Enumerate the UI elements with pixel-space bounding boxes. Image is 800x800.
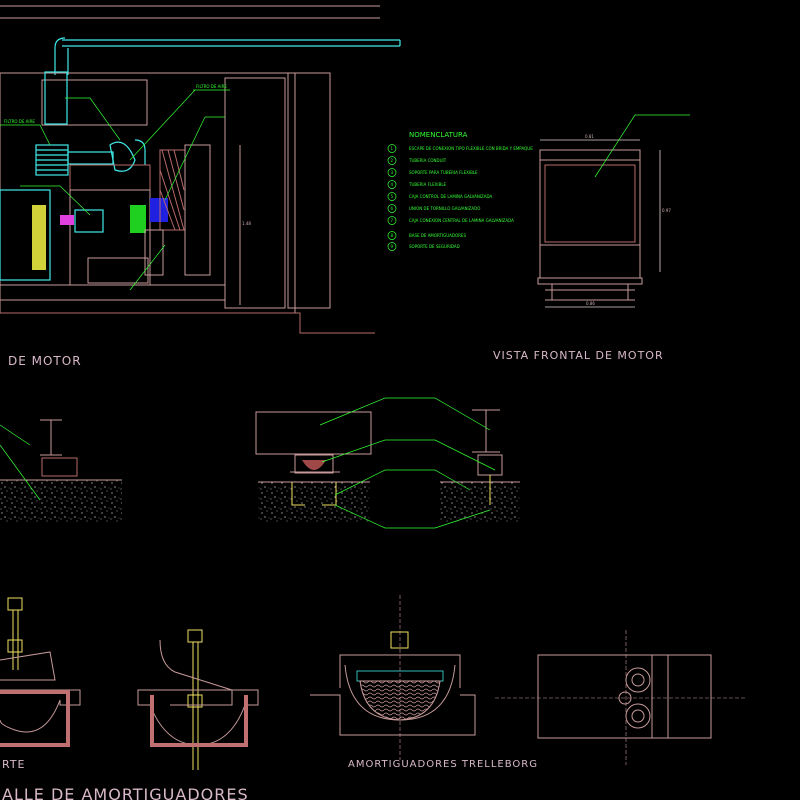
nomenclature-item: 5 CAJA CONTROL DE LAMINA GALVANIZADA <box>387 192 493 201</box>
label-air-filter-right: FILTRO DE AIRE <box>196 84 227 89</box>
damper-detail-1: RTE <box>0 597 81 771</box>
title-damper-detail: ALLE DE AMORTIGUADORES <box>2 785 249 800</box>
item-number-circle <box>387 168 397 177</box>
nomenclature-item: 6 UNION DE TORNILLO GALVANIZADO <box>387 204 480 213</box>
item-number-circle <box>387 204 397 213</box>
item-text: SOPORTE PARA TUBERIA FLEXIBLE <box>409 170 478 175</box>
support-section-center <box>255 397 520 529</box>
damper-detail-2 <box>137 629 259 770</box>
item-number-circle <box>387 192 397 201</box>
item-text: CAJA CONEXION CENTRAL DE LAMINA GALVANIZ… <box>409 218 514 223</box>
item-text: UNION DE TORNILLO GALVANIZADO <box>409 206 480 211</box>
item-number-circle <box>387 231 397 240</box>
item-number-circle <box>387 216 397 225</box>
item-text: TUBERIA FLEXIBLE <box>408 182 447 187</box>
item-text: TUBERIA CONDUIT <box>408 158 447 163</box>
item-text: CAJA CONTROL DE LAMINA GALVANIZADA <box>409 194 493 199</box>
nomenclature-item: 9 SOPORTE DE SEGURIDAD <box>387 242 460 251</box>
item-number: 4 <box>391 182 394 187</box>
item-number-circle <box>387 156 397 165</box>
front-height-dimension: 0.97 <box>662 208 671 213</box>
item-number-circle <box>387 242 397 251</box>
item-number: 8 <box>391 233 394 238</box>
nomenclature-item: 7 CAJA CONEXION CENTRAL DE LAMINA GALVANI… <box>387 216 514 225</box>
nomenclature-item: 1 ESCAPE DE CONEXION TIPO FLEXIBLE CON BR… <box>387 144 533 153</box>
alternator-fan <box>32 205 46 270</box>
nomenclature-item: 4 TUBERIA FLEXIBLE <box>387 180 447 189</box>
front-base-dimension: 0.86 <box>586 301 595 306</box>
item-number: 5 <box>391 194 394 199</box>
radiator-grille <box>544 164 636 243</box>
title-trelleborg: AMORTIGUADORES TRELLEBORG <box>348 759 538 770</box>
motor-side-view: 1.48 FILTRO DE AIRE FILTRO DE AIRE DE MO… <box>0 5 401 368</box>
trelleborg-damper-plan: ALLE DE AMORTIGUADORES <box>2 630 745 800</box>
nomenclature-item: 3 SOPORTE PARA TUBERIA FLEXIBLE <box>387 168 478 177</box>
height-dimension: 1.48 <box>242 221 251 226</box>
item-text: ESCAPE DE CONEXION TIPO FLEXIBLE CON BRI… <box>409 146 533 151</box>
water-pump <box>150 198 168 222</box>
label-air-filter-left: FILTRO DE AIRE <box>4 119 35 124</box>
item-number-circle <box>387 144 397 153</box>
oil-filter <box>130 205 146 233</box>
item-number: 6 <box>391 206 394 211</box>
title-motor-front: VISTA FRONTAL DE MOTOR <box>493 349 664 362</box>
title-motor-side: DE MOTOR <box>8 354 82 368</box>
item-number: 3 <box>391 170 394 175</box>
motor-front-view: 0.81 0.97 0.86 VISTA FRONTAL DE MOTOR <box>493 114 690 362</box>
item-text: SOPORTE DE SEGURIDAD <box>409 244 460 249</box>
title-support: RTE <box>2 758 26 771</box>
exhaust-pipe <box>62 39 401 47</box>
front-width-dimension: 0.81 <box>585 134 594 139</box>
alternator <box>0 189 51 281</box>
item-number: 2 <box>391 158 394 163</box>
item-number: 7 <box>391 218 394 223</box>
item-number: 1 <box>391 146 394 151</box>
radiator <box>184 144 211 276</box>
nomenclature-item: 2 TUBERIA CONDUIT <box>387 156 447 165</box>
base-frame <box>0 284 226 301</box>
item-number-circle <box>387 180 397 189</box>
item-number: 9 <box>391 244 394 249</box>
support-section-left <box>0 419 122 522</box>
trelleborg-damper-section: AMORTIGUADORES TRELLEBORG <box>310 595 538 770</box>
nomenclature-table: NOMENCLATURA 1 ESCAPE DE CONEXION TIPO FL… <box>387 131 533 251</box>
nomenclature-heading: NOMENCLATURA <box>409 131 468 139</box>
nomenclature-item: 8 BASE DE AMORTIGUADORES <box>387 231 466 240</box>
item-text: BASE DE AMORTIGUADORES <box>409 233 466 238</box>
